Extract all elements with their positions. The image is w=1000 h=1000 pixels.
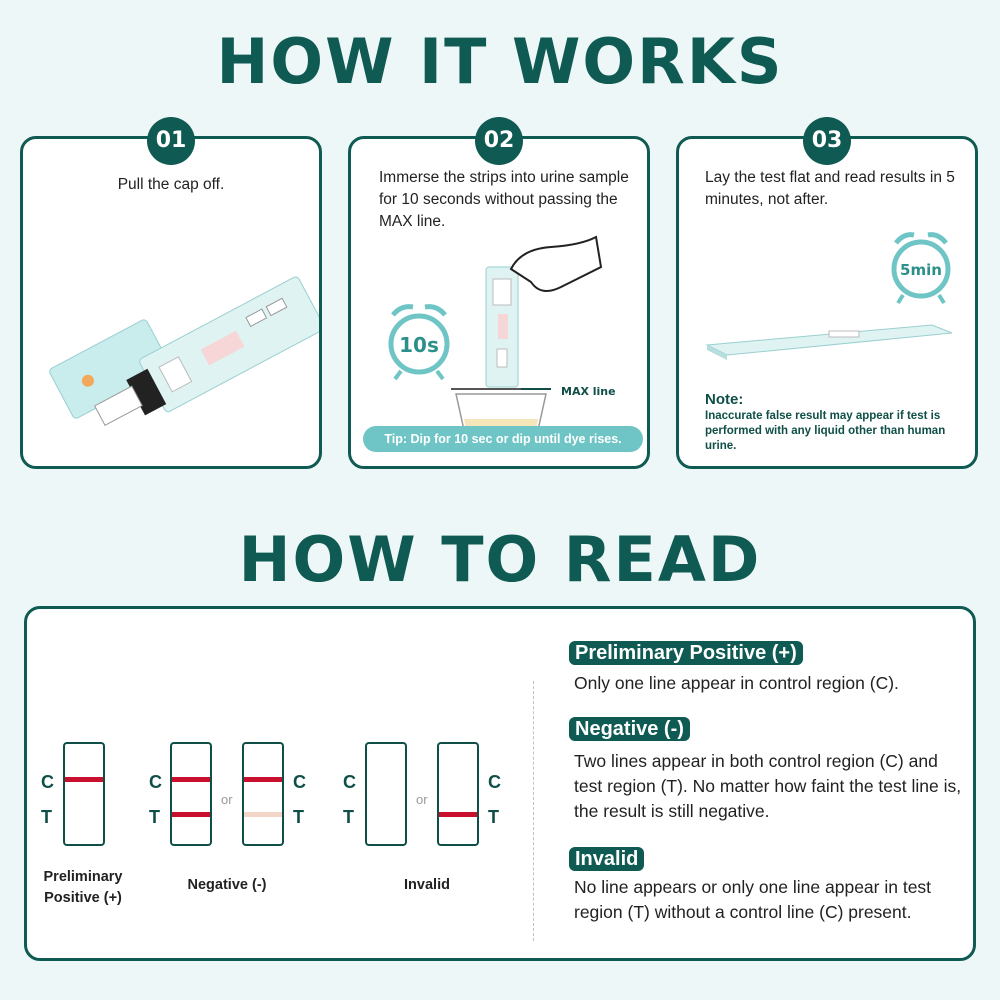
test-strip-negative-2 — [242, 742, 284, 846]
t-label: T — [41, 807, 52, 827]
how-it-works-heading: HOW IT WORKS — [216, 25, 784, 98]
t-label: T — [149, 807, 160, 827]
alarm-clock-icon: 10s — [388, 304, 450, 381]
note-body: Inaccurate false result may appear if te… — [705, 410, 946, 452]
step-1-text: Pull the cap off. — [117, 176, 225, 193]
strip-label-invalid: Invalid — [404, 877, 450, 893]
control-line — [172, 777, 210, 782]
test-line — [439, 812, 477, 817]
step-badge-1: 01 — [147, 117, 195, 165]
test-strip-negative-1 — [170, 742, 212, 846]
test-strip-invalid-1 — [365, 742, 407, 846]
test-line — [172, 812, 210, 817]
step-2-text: Immerse the strips into urine sample for… — [379, 169, 629, 230]
step-badge-2: 02 — [475, 117, 523, 165]
control-line — [65, 777, 103, 782]
faint-test-line — [244, 812, 282, 817]
or-text: or — [416, 792, 428, 807]
c-label: C — [343, 772, 356, 792]
step-card-2: 02 Immerse the strips into urine sample … — [348, 117, 650, 469]
step-card-1: 01 Pull the cap off. — [20, 117, 322, 469]
max-line-label: MAX line — [561, 385, 616, 398]
t-label: T — [343, 807, 354, 827]
result-title-positive: Preliminary Positive (+) — [569, 641, 803, 665]
t-label: T — [293, 807, 304, 827]
c-label: C — [149, 772, 162, 792]
c-label: C — [293, 772, 306, 792]
or-text: or — [221, 792, 233, 807]
timer-5min-label: 5min — [900, 261, 942, 279]
alarm-clock-icon: 5min — [891, 232, 951, 305]
c-label: C — [488, 772, 501, 792]
test-strip-positive — [63, 742, 105, 846]
result-body-negative: Two lines appear in both control region … — [574, 751, 962, 821]
timer-10s-label: 10s — [399, 333, 439, 357]
t-label: T — [488, 807, 499, 827]
step-card-3: 03 Lay the test flat and read results in… — [676, 117, 978, 469]
section-divider — [533, 681, 534, 941]
test-strip-invalid-2 — [437, 742, 479, 846]
flat-test-illustration: 5min — [705, 232, 953, 360]
control-line — [244, 777, 282, 782]
how-to-read-card: C T Preliminary Positive (+) C T or C T … — [24, 606, 976, 961]
strip-label-negative: Negative (-) — [187, 877, 267, 893]
step-3-text: Lay the test flat and read results in 5 … — [705, 169, 955, 208]
result-body-positive: Only one line appear in control region (… — [574, 673, 899, 693]
tip-banner: Tip: Dip for 10 sec or dip until dye ris… — [363, 426, 643, 452]
note-title: Note: — [705, 391, 744, 408]
strip-label-positive: Preliminary Positive (+) — [43, 869, 123, 906]
step-badge-3: 03 — [803, 117, 851, 165]
result-title-invalid: Invalid — [569, 847, 645, 871]
result-title-negative: Negative (-) — [569, 717, 690, 741]
c-label: C — [41, 772, 54, 792]
how-to-read-heading: HOW TO READ — [238, 523, 762, 596]
result-body-invalid: No line appears or only one line appear … — [574, 877, 932, 922]
test-cup-cap-illustration — [49, 276, 319, 426]
